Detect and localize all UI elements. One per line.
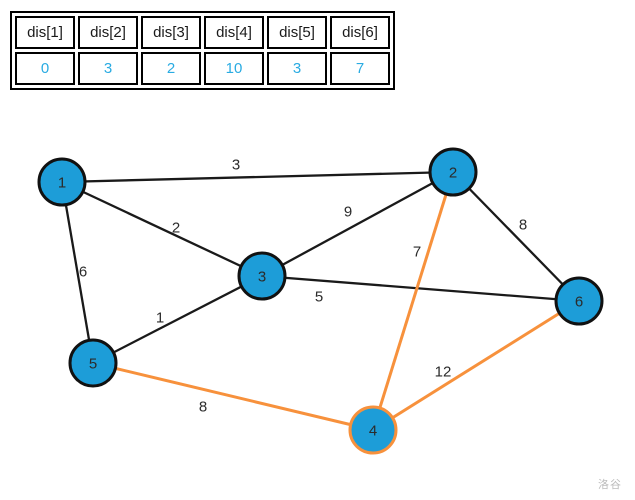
node-circle-3 xyxy=(237,251,287,301)
node-label-5: 5 xyxy=(89,356,97,373)
node-label-3: 3 xyxy=(258,269,266,286)
edge-5-4 xyxy=(92,361,374,432)
edge-3-5 xyxy=(92,274,263,365)
edge-1-3 xyxy=(61,180,263,278)
table-value-cell: 0 xyxy=(15,52,75,85)
table-value-cell: 3 xyxy=(78,52,138,85)
node-label-4: 4 xyxy=(369,423,377,440)
edge-2-3 xyxy=(261,170,454,278)
edge-3-6 xyxy=(261,274,580,303)
edge-1-2 xyxy=(61,170,454,184)
edge-layer xyxy=(60,170,580,432)
edge-label-layer: 3 2 6 1 9 8 5 7 8 12 xyxy=(79,157,527,416)
edge-1-5 xyxy=(60,181,95,364)
table-header-cell: dis[3] xyxy=(141,16,201,49)
table-header-cell: dis[2] xyxy=(78,16,138,49)
table-value-cell: 7 xyxy=(330,52,390,85)
edge-weight-3-5: 1 xyxy=(156,310,164,327)
edge-weight-1-2: 3 xyxy=(232,157,240,174)
table-header-cell: dis[1] xyxy=(15,16,75,49)
node-circle-6 xyxy=(554,276,604,326)
edge-2-4 xyxy=(371,171,455,431)
edge-weight-2-3: 9 xyxy=(344,204,352,221)
node-circle-1 xyxy=(37,157,87,207)
table-value-cell: 2 xyxy=(141,52,201,85)
table-header-cell: dis[5] xyxy=(267,16,327,49)
edge-weight-1-5: 6 xyxy=(79,264,87,281)
edge-weight-4-6: 12 xyxy=(435,364,452,381)
table-header-cell: dis[6] xyxy=(330,16,390,49)
edge-weight-3-6: 5 xyxy=(315,289,323,306)
node-circle-4 xyxy=(348,405,398,455)
node-label-6: 6 xyxy=(575,294,583,311)
table-value-cell: 3 xyxy=(267,52,327,85)
node-label-2: 2 xyxy=(449,165,457,182)
edge-2-6 xyxy=(452,171,580,302)
edge-weight-2-6: 8 xyxy=(519,217,527,234)
table-value-cell: 10 xyxy=(204,52,264,85)
edge-weight-2-4: 7 xyxy=(413,244,421,261)
watermark-logo: 洛谷 xyxy=(598,479,622,491)
table-header-cell: dis[4] xyxy=(204,16,264,49)
edge-weight-1-3: 2 xyxy=(172,220,180,237)
edge-weight-5-4: 8 xyxy=(199,399,207,416)
node-circle-5 xyxy=(68,338,118,388)
node-label-1: 1 xyxy=(58,175,66,192)
node-circle-2 xyxy=(428,147,478,197)
distance-table-header-row: dis[1]dis[2]dis[3]dis[4]dis[5]dis[6] xyxy=(15,16,390,49)
edge-4-6 xyxy=(372,299,580,432)
